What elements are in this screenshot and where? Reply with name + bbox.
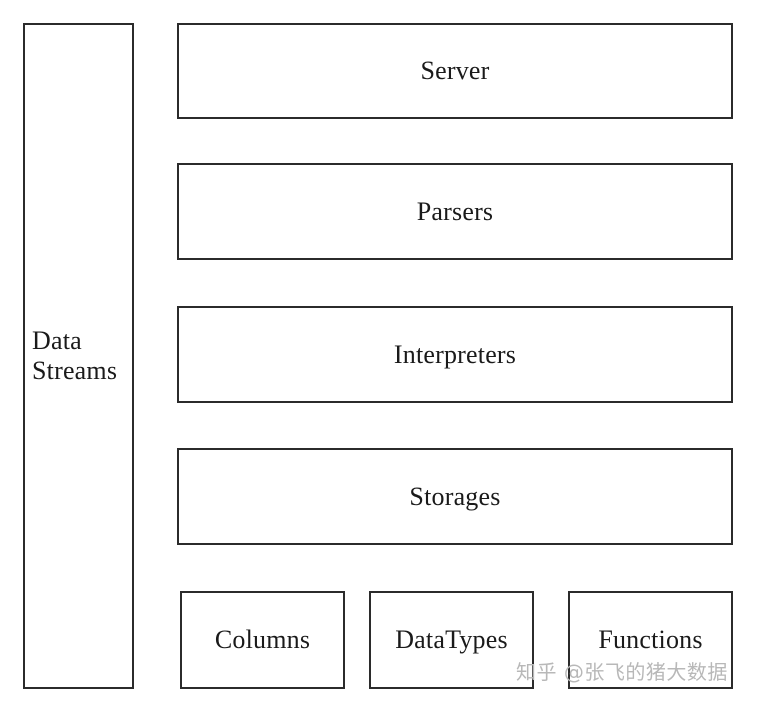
functions-module-label: Functions: [598, 625, 703, 654]
parsers-layer-box: Parsers: [177, 163, 733, 260]
data-streams-label: Data Streams: [32, 326, 118, 385]
storages-layer-box: Storages: [177, 448, 733, 545]
server-layer-box: Server: [177, 23, 733, 119]
storages-layer-label: Storages: [409, 481, 501, 511]
datatypes-module-label: DataTypes: [395, 625, 508, 654]
functions-module-box: Functions: [568, 591, 733, 689]
watermark-text: 知乎 @张飞的猪大数据: [516, 660, 728, 684]
interpreters-layer-label: Interpreters: [393, 339, 517, 369]
server-layer-label: Server: [420, 56, 490, 85]
datatypes-module-box: DataTypes: [369, 591, 534, 689]
columns-module-label: Columns: [214, 625, 311, 654]
interpreters-layer-box: Interpreters: [177, 306, 733, 403]
columns-module-box: Columns: [180, 591, 345, 689]
parsers-layer-label: Parsers: [416, 196, 494, 226]
data-streams-box: Data Streams: [23, 23, 134, 689]
